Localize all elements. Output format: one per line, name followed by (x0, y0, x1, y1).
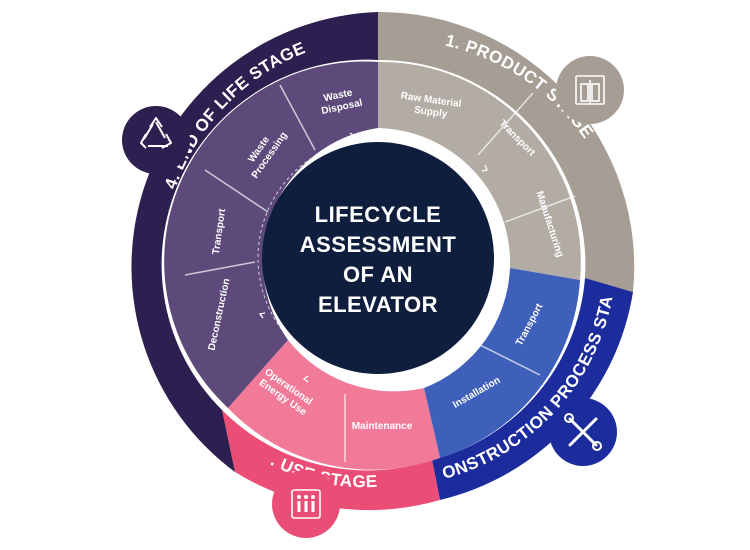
end-of-life-steps-band (164, 61, 378, 409)
product-stage-badge (556, 56, 624, 124)
center-title-line: ASSESSMENT (300, 232, 457, 257)
flow-dashed-circle (257, 137, 499, 379)
elevator-icon (575, 75, 605, 105)
construction-stage-badge (549, 398, 617, 466)
flow-arrow-icon (302, 375, 309, 383)
flow-arrows (258, 132, 502, 383)
end-of-life-stage-band (131, 12, 378, 472)
flow-arrow-icon (481, 164, 488, 172)
center-title: LIFECYCLE ASSESSMENT OF AN ELEVATOR (300, 202, 457, 317)
end-of-life-stage-badge (122, 106, 190, 174)
flow-arrow-icon (349, 132, 356, 140)
step-separators (184, 84, 576, 462)
use-stage-band (222, 410, 440, 511)
recycle-icon (140, 117, 172, 149)
inner-step-ring (164, 61, 581, 470)
use-stage-badge (272, 470, 340, 538)
tools-icon (564, 413, 602, 451)
product-stage-band (378, 11, 635, 292)
center-circle (262, 142, 494, 374)
flow-arrow-icon (495, 301, 502, 309)
flow-arrow-icon (412, 369, 419, 377)
construction-stage-band (432, 278, 633, 500)
use-steps-band (228, 340, 440, 470)
outer-stage-ring (131, 11, 635, 511)
elevator-passengers-icon (291, 489, 321, 519)
construction-steps-band (424, 268, 580, 458)
product-steps-band (378, 61, 581, 280)
center-title-line: LIFECYCLE (315, 202, 442, 227)
step-maintenance: Maintenance (352, 421, 413, 432)
flow-arrow-icon (258, 312, 266, 319)
center-title-line: ELEVATOR (318, 292, 438, 317)
center-title-line: OF AN (343, 262, 413, 287)
